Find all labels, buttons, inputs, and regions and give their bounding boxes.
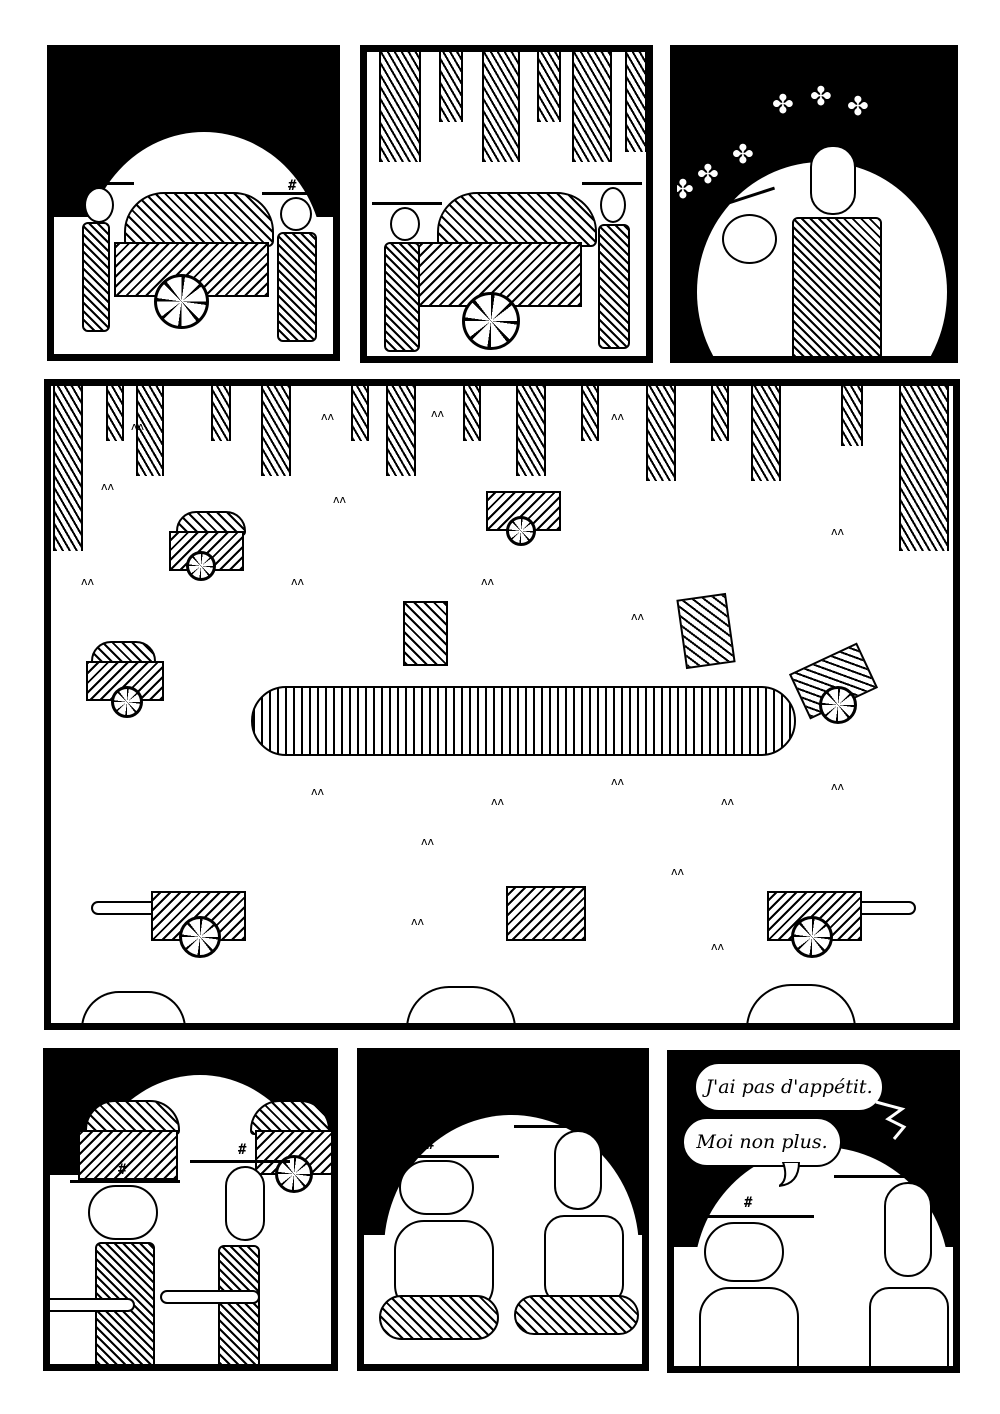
- tree-trunk: [482, 52, 520, 162]
- cart-wheel: [154, 274, 209, 329]
- tree-trunk: [537, 52, 561, 122]
- curse-symbol: ✤: [810, 82, 832, 112]
- speech-text-1: J'ai pas d'appétit.: [705, 1076, 873, 1098]
- curse-symbol: ✤: [732, 140, 754, 170]
- cart-wheel: [819, 686, 857, 724]
- curse-symbol: ✤: [697, 160, 719, 190]
- tree-trunk: [572, 52, 612, 162]
- grass-tuft: ᴧᴧ: [333, 493, 347, 506]
- tree-trunk: [711, 386, 729, 441]
- tree-trunk: [439, 52, 463, 122]
- grass-tuft: ᴧᴧ: [481, 575, 495, 588]
- tree-trunk: [463, 386, 481, 441]
- grass-tuft: ᴧᴧ: [671, 865, 685, 878]
- cart-wheel: [186, 551, 216, 581]
- tree-trunk: [516, 386, 546, 476]
- hat-badge: #: [426, 1137, 435, 1153]
- tree-trunk: [53, 386, 83, 551]
- grass-tuft: ᴧᴧ: [291, 575, 305, 588]
- speech-text-2: Moi non plus.: [696, 1131, 828, 1153]
- cart-wheel: [179, 916, 221, 958]
- cart-load: [124, 192, 274, 247]
- speech-bubble-1: J'ai pas d'appétit.: [694, 1062, 884, 1112]
- grass-tuft: ᴧᴧ: [431, 407, 445, 420]
- tree-trunk: [211, 386, 231, 441]
- upended-cart: [403, 601, 448, 666]
- pit: [251, 686, 796, 756]
- grass-tuft: ᴧᴧ: [421, 835, 435, 848]
- bush: [81, 991, 186, 1023]
- tree-trunk: [136, 386, 164, 476]
- cart-wheel: [111, 686, 143, 718]
- tree-trunk: [581, 386, 599, 441]
- grass-tuft: ᴧᴧ: [831, 780, 845, 793]
- tree-trunk: [106, 386, 124, 441]
- tree-trunk: [261, 386, 291, 476]
- cart-wheel-broken: [462, 292, 520, 350]
- cart-wheel: [506, 516, 536, 546]
- speech-tail: [779, 1162, 801, 1187]
- grass-tuft: ᴧᴧ: [101, 480, 115, 493]
- panel-4: ᴧᴧ ᴧᴧ ᴧᴧ ᴧᴧ ᴧᴧ ᴧᴧ ᴧᴧ ᴧᴧ ᴧᴧ ᴧᴧ ᴧᴧ ᴧᴧ ᴧᴧ ᴧ…: [44, 379, 960, 1030]
- hat-badge: #: [904, 1155, 913, 1171]
- grass-tuft: ᴧᴧ: [711, 940, 725, 953]
- grass-tuft: ᴧᴧ: [131, 420, 145, 433]
- grass-tuft: ᴧᴧ: [411, 915, 425, 928]
- panel-3: ✤ ✤ ✤ ✤ ✤ ✤ #: [670, 45, 958, 363]
- tree-trunk: [646, 386, 676, 481]
- curse-symbol: ✤: [772, 90, 794, 120]
- grass-tuft: ᴧᴧ: [611, 410, 625, 423]
- tree-trunk: [379, 52, 421, 162]
- cart-load: [250, 1100, 330, 1135]
- grass-tuft: ᴧᴧ: [721, 795, 735, 808]
- grass-tuft: ᴧᴧ: [831, 525, 845, 538]
- cart-box: [506, 886, 586, 941]
- hat-badge: #: [744, 1195, 753, 1211]
- panel-2: [360, 45, 653, 363]
- curse-symbol: ✤: [847, 92, 869, 122]
- panel-7: J'ai pas d'appétit. Moi non plus. # #: [667, 1050, 960, 1373]
- panel-1: # #: [47, 45, 340, 361]
- tree-trunk: [351, 386, 369, 441]
- curse-symbol: ✤: [672, 175, 694, 205]
- tree-trunk: [841, 386, 863, 446]
- cart-wheel: [791, 916, 833, 958]
- hat-badge: #: [288, 178, 297, 194]
- carry-pole: [160, 1290, 260, 1304]
- tree-trunk: [899, 386, 949, 551]
- tree-trunk: [625, 52, 646, 152]
- bush: [746, 984, 856, 1023]
- panel-6: # #: [357, 1048, 649, 1371]
- grass-tuft: ᴧᴧ: [321, 410, 335, 423]
- hat-badge: #: [238, 1142, 247, 1158]
- speech-bubble-2: Moi non plus.: [682, 1117, 842, 1167]
- tree-trunk: [751, 386, 781, 481]
- cart-box: [78, 1130, 178, 1180]
- grass-tuft: ᴧᴧ: [631, 610, 645, 623]
- tree-trunk: [386, 386, 416, 476]
- carry-pole: [50, 1298, 135, 1312]
- hat-badge: #: [92, 168, 101, 184]
- grass-tuft: ᴧᴧ: [491, 795, 505, 808]
- grass-tuft: ᴧᴧ: [611, 775, 625, 788]
- hat-badge: #: [574, 1107, 583, 1123]
- cart-load: [437, 192, 597, 247]
- panel-5: # #: [43, 1048, 338, 1371]
- grass-tuft: ᴧᴧ: [81, 575, 95, 588]
- upended-cart: [676, 592, 736, 670]
- bush: [406, 986, 516, 1023]
- grass-tuft: ᴧᴧ: [311, 785, 325, 798]
- hat-badge: #: [824, 125, 833, 141]
- speech-tail-zigzag: [875, 1100, 907, 1140]
- hat-badge: #: [118, 1162, 127, 1178]
